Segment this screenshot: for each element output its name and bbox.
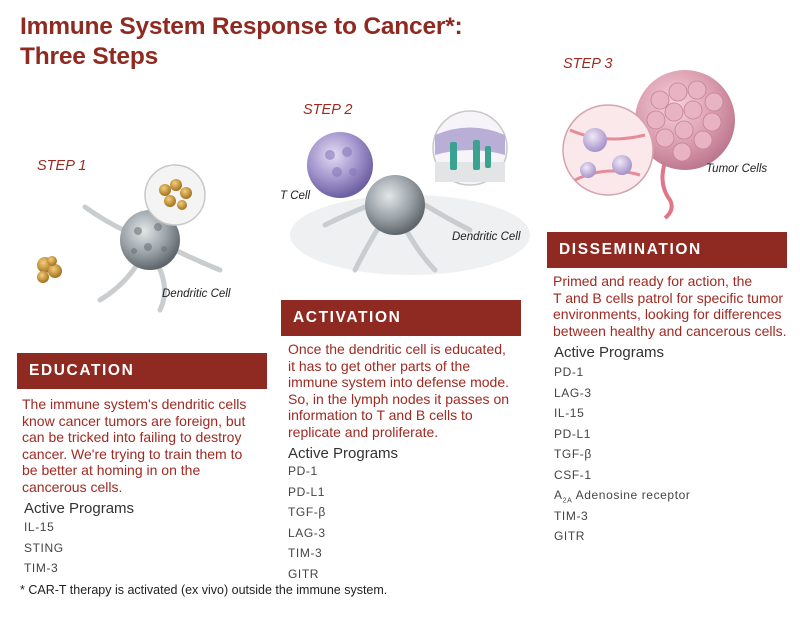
program-item: PD-1 — [288, 464, 318, 478]
program-item: TGF-β — [554, 447, 592, 461]
step-2-label: STEP 2 — [303, 102, 353, 118]
education-description: The immune system's dendritic cells know… — [22, 396, 272, 496]
footnote: * CAR-T therapy is activated (ex vivo) o… — [20, 583, 388, 597]
tumor-cells-illustration — [562, 70, 735, 220]
program-item: TIM-3 — [288, 546, 323, 560]
program-item: GITR — [288, 566, 320, 581]
education-desc-line: cancerous cells. — [22, 478, 123, 495]
education-desc-line: cancer. We're trying to train them to — [22, 445, 243, 462]
program-item: CSF-1 — [554, 467, 592, 482]
education-desc-line: can be tricked into failing to destroy — [22, 429, 242, 446]
programs-list-step2: PD-1 PD-L1 TGF-β LAG-3 TIM-3 GITR — [288, 461, 326, 584]
activation-description: Once the dendritic cell is educated, it … — [288, 341, 528, 441]
program-item: TGF-β — [288, 505, 326, 519]
activation-desc-line: Once the dendritic cell is educated, — [288, 341, 506, 357]
program-item: IL-15 — [554, 406, 585, 420]
a2a-prefix: A — [554, 488, 563, 502]
title-line-2: Three Steps — [20, 43, 159, 70]
page-title: Immune System Response to Cancer*: Three… — [20, 12, 580, 72]
activation-desc-line: information to T and B cells to — [288, 407, 473, 424]
dendritic-cell-illustration — [37, 164, 223, 313]
tumor-cells-label: Tumor Cells — [706, 163, 768, 175]
activation-desc-line: So, in the lymph nodes it passes on — [288, 390, 510, 407]
program-item: LAG-3 — [554, 385, 592, 400]
dissemination-desc-line: between healthy and cancerous cells. — [553, 322, 787, 339]
activation-illustration — [290, 110, 530, 275]
activation-desc-line: replicate and proliferate. — [288, 423, 439, 440]
program-item-a2a: A2A Adenosine receptor — [554, 485, 691, 506]
active-programs-heading-step1: Active Programs — [24, 500, 135, 517]
step-3-label: STEP 3 — [563, 56, 613, 72]
programs-list-step1: IL-15 STING TIM-3 — [24, 517, 64, 579]
step-1-label: STEP 1 — [37, 158, 87, 174]
education-desc-line: be better at homing in on the — [22, 462, 201, 479]
program-item: PD-L1 — [288, 484, 326, 499]
dissemination-banner: DISSEMINATION — [547, 232, 787, 268]
t-cell-label: T Cell — [280, 190, 311, 202]
dissemination-desc-line: Primed and ready for action, the — [553, 273, 753, 289]
program-item: PD-1 — [554, 365, 584, 379]
education-desc-line: The immune system's dendritic cells — [22, 396, 247, 412]
activation-desc-line: it has to get other parts of the — [288, 357, 471, 374]
activation-banner: ACTIVATION — [281, 300, 521, 336]
a2a-rest: Adenosine receptor — [572, 488, 691, 502]
a2a-subscript: 2A — [562, 497, 573, 505]
program-item: LAG-3 — [288, 525, 326, 540]
program-item: GITR — [554, 529, 586, 543]
dissemination-desc-line: environments, looking for differences — [553, 306, 782, 323]
dendritic-cell-label-step1: Dendritic Cell — [162, 288, 231, 300]
program-item: STING — [24, 540, 64, 555]
program-item: PD-L1 — [554, 426, 592, 441]
dendritic-cell-label-step2: Dendritic Cell — [452, 231, 521, 243]
active-programs-heading-step2: Active Programs — [288, 445, 399, 462]
program-item: TIM-3 — [24, 561, 59, 575]
programs-list-step3: PD-1 LAG-3 IL-15 PD-L1 TGF-β CSF-1 A2A A… — [554, 362, 691, 547]
education-desc-line: know cancer tumors are foreign, but — [22, 412, 246, 429]
dissemination-description: Primed and ready for action, the T and B… — [553, 273, 798, 339]
education-banner: EDUCATION — [17, 353, 267, 389]
program-item: TIM-3 — [554, 508, 589, 523]
title-line-1: Immune System Response to Cancer*: — [20, 13, 463, 40]
program-item: IL-15 — [24, 520, 55, 534]
dissemination-desc-line: T and B cells patrol for specific tumor — [553, 289, 784, 306]
active-programs-heading-step3: Active Programs — [554, 344, 665, 361]
activation-desc-line: immune system into defense mode. — [288, 374, 509, 391]
